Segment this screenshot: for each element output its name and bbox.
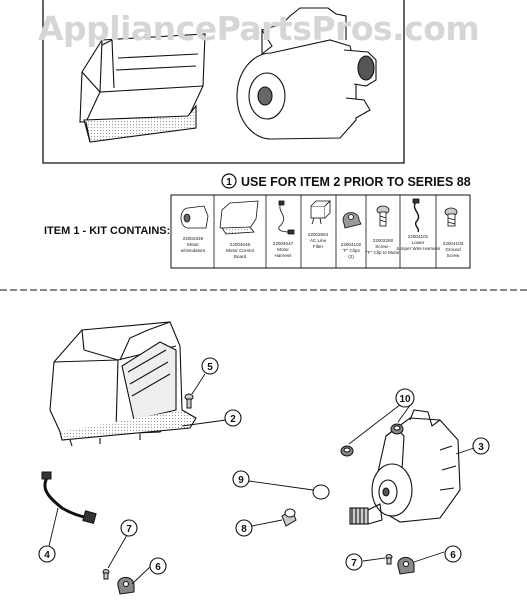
kit-contents-table: 22002349 Motor w/Insulators 22004046 Mot…	[170, 194, 471, 269]
note-callout: 1 USE FOR ITEM 2 PRIOR TO SERIES 88	[221, 173, 471, 189]
kit-item-line: Ground	[445, 247, 461, 252]
svg-text:2: 2	[230, 414, 236, 425]
motor-control-board-illustration	[79, 33, 206, 143]
callout-8: 8	[235, 519, 253, 537]
part-washer	[312, 484, 330, 500]
callout-5: 5	[201, 357, 219, 375]
kit-item-line: Harness	[274, 253, 292, 258]
callout-6: 6	[444, 545, 462, 563]
kit-clip-icon	[342, 212, 362, 229]
kit-item-line: (2)	[348, 254, 354, 259]
kit-ground-screw-icon	[444, 207, 458, 227]
kit-illustration-box	[42, 0, 405, 164]
kit-item-part: 22004046	[230, 242, 251, 247]
kit-item-line: Screw -	[375, 244, 391, 249]
kit-item-line: w/Insulators	[181, 248, 206, 253]
svg-text:6: 6	[450, 550, 456, 561]
kit-item-part: 22002260	[373, 238, 394, 243]
svg-text:8: 8	[241, 524, 247, 535]
part-screws-7	[102, 554, 393, 580]
callout-10: 10	[395, 388, 415, 408]
callout-4: 4	[38, 545, 56, 563]
kit-item-line: Motor	[277, 247, 289, 252]
part-motor	[349, 409, 461, 525]
kit-item-line: Motor	[187, 242, 199, 247]
watermark: AppliancePartsPros.com	[38, 9, 479, 48]
kit-item-part: 22002349	[183, 236, 204, 241]
callout-7: 7	[120, 519, 138, 537]
kit-jumper-icon	[412, 198, 420, 233]
note-number: 1	[226, 177, 232, 188]
kit-harness-icon	[278, 200, 295, 235]
kit-item-part: 22004047	[273, 241, 294, 246]
callout-3: 3	[472, 437, 490, 455]
kit-item-part: 22004102	[341, 242, 362, 247]
kit-screw-icon	[376, 205, 390, 227]
kit-item-part: 22004103	[443, 241, 464, 246]
kit-item-part: 22002654	[308, 232, 329, 237]
kit-motor-icon	[180, 205, 209, 229]
callout-7: 7	[345, 553, 363, 571]
kit-item-line: Motor Control	[226, 248, 254, 253]
part-grommets	[340, 423, 404, 457]
kit-item-line: Jumper Wire Harness	[396, 246, 441, 251]
part-screw-5	[184, 393, 194, 409]
callout-markers: 2 3 4 5 6 6 7 7	[38, 357, 490, 575]
svg-text:6: 6	[155, 562, 161, 573]
callout-6: 6	[149, 557, 167, 575]
kit-item-part: 22004101	[408, 234, 429, 239]
part-harness	[41, 471, 97, 524]
kit-board-icon	[219, 200, 259, 235]
kit-item-line: "F" Clips	[342, 248, 360, 253]
part-clips-6	[117, 557, 415, 595]
svg-text:3: 3	[478, 442, 484, 453]
part-control-board	[49, 321, 197, 447]
svg-text:7: 7	[126, 524, 132, 535]
kit-item-line: Screw	[447, 253, 460, 258]
leader-lines	[48, 373, 475, 585]
kit-item-line: Board	[234, 254, 247, 259]
svg-text:5: 5	[207, 362, 213, 373]
kit-filter-icon	[310, 200, 331, 225]
svg-text:4: 4	[44, 550, 50, 561]
callout-9: 9	[232, 470, 250, 488]
part-bushing	[281, 508, 297, 527]
kit-item-line: AC Line	[310, 238, 327, 243]
kit-item-line: Lower	[412, 240, 425, 245]
motor-illustration	[236, 7, 377, 140]
svg-text:10: 10	[399, 394, 411, 405]
kit-item-line: "F" Clip to Motor	[366, 250, 400, 255]
note-text: USE FOR ITEM 2 PRIOR TO SERIES 88	[241, 175, 471, 189]
callout-2: 2	[224, 409, 242, 427]
svg-text:7: 7	[351, 558, 357, 569]
kit-label: ITEM 1 - KIT CONTAINS:	[44, 225, 170, 237]
svg-text:9: 9	[238, 475, 244, 486]
kit-item-line: Filter	[313, 244, 324, 249]
